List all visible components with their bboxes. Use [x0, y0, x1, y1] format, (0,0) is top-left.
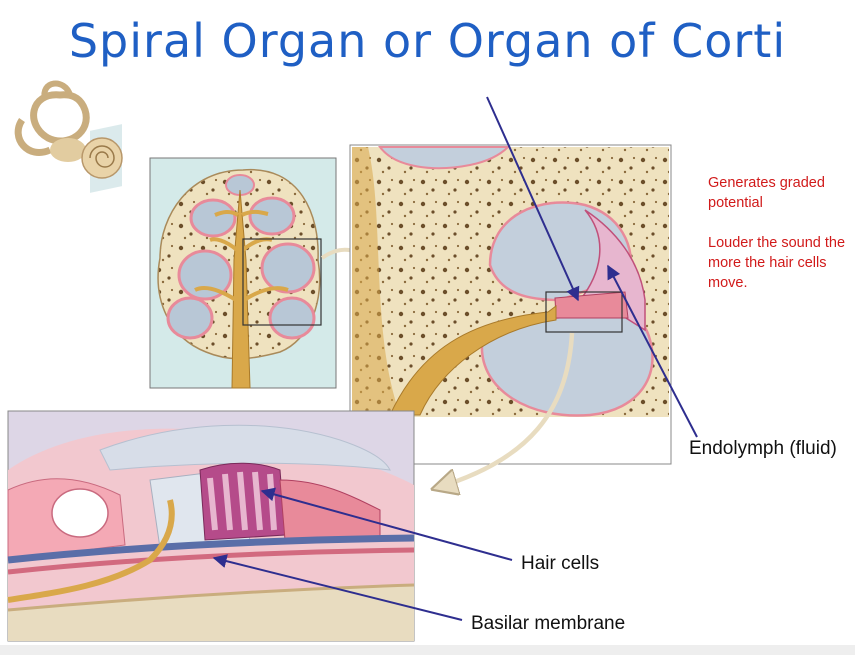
- inner-ear-icon: [14, 80, 123, 193]
- slide-title: Spiral Organ or Organ of Corti: [68, 14, 787, 68]
- label-endolymph: Endolymph (fluid): [689, 438, 837, 459]
- basilar-membrane-leader-line: [212, 554, 463, 621]
- endolymph-leader-line: [607, 264, 698, 438]
- note-louder-sound: Louder the sound the more the hair cells…: [708, 235, 846, 291]
- hair-cells-leader-line: [260, 487, 513, 561]
- cochlea-section-panel: [149, 157, 337, 389]
- title-leader-line: [486, 96, 580, 302]
- connector-arrow-lower: [436, 332, 575, 488]
- organ-of-corti-panel: [7, 410, 415, 642]
- note-generates-graded-potential: Generates graded potential: [708, 175, 825, 211]
- slide-bottom-bar: [0, 645, 855, 655]
- label-hair-cells: Hair cells: [521, 553, 600, 574]
- label-basilar-membrane: Basilar membrane: [471, 613, 626, 634]
